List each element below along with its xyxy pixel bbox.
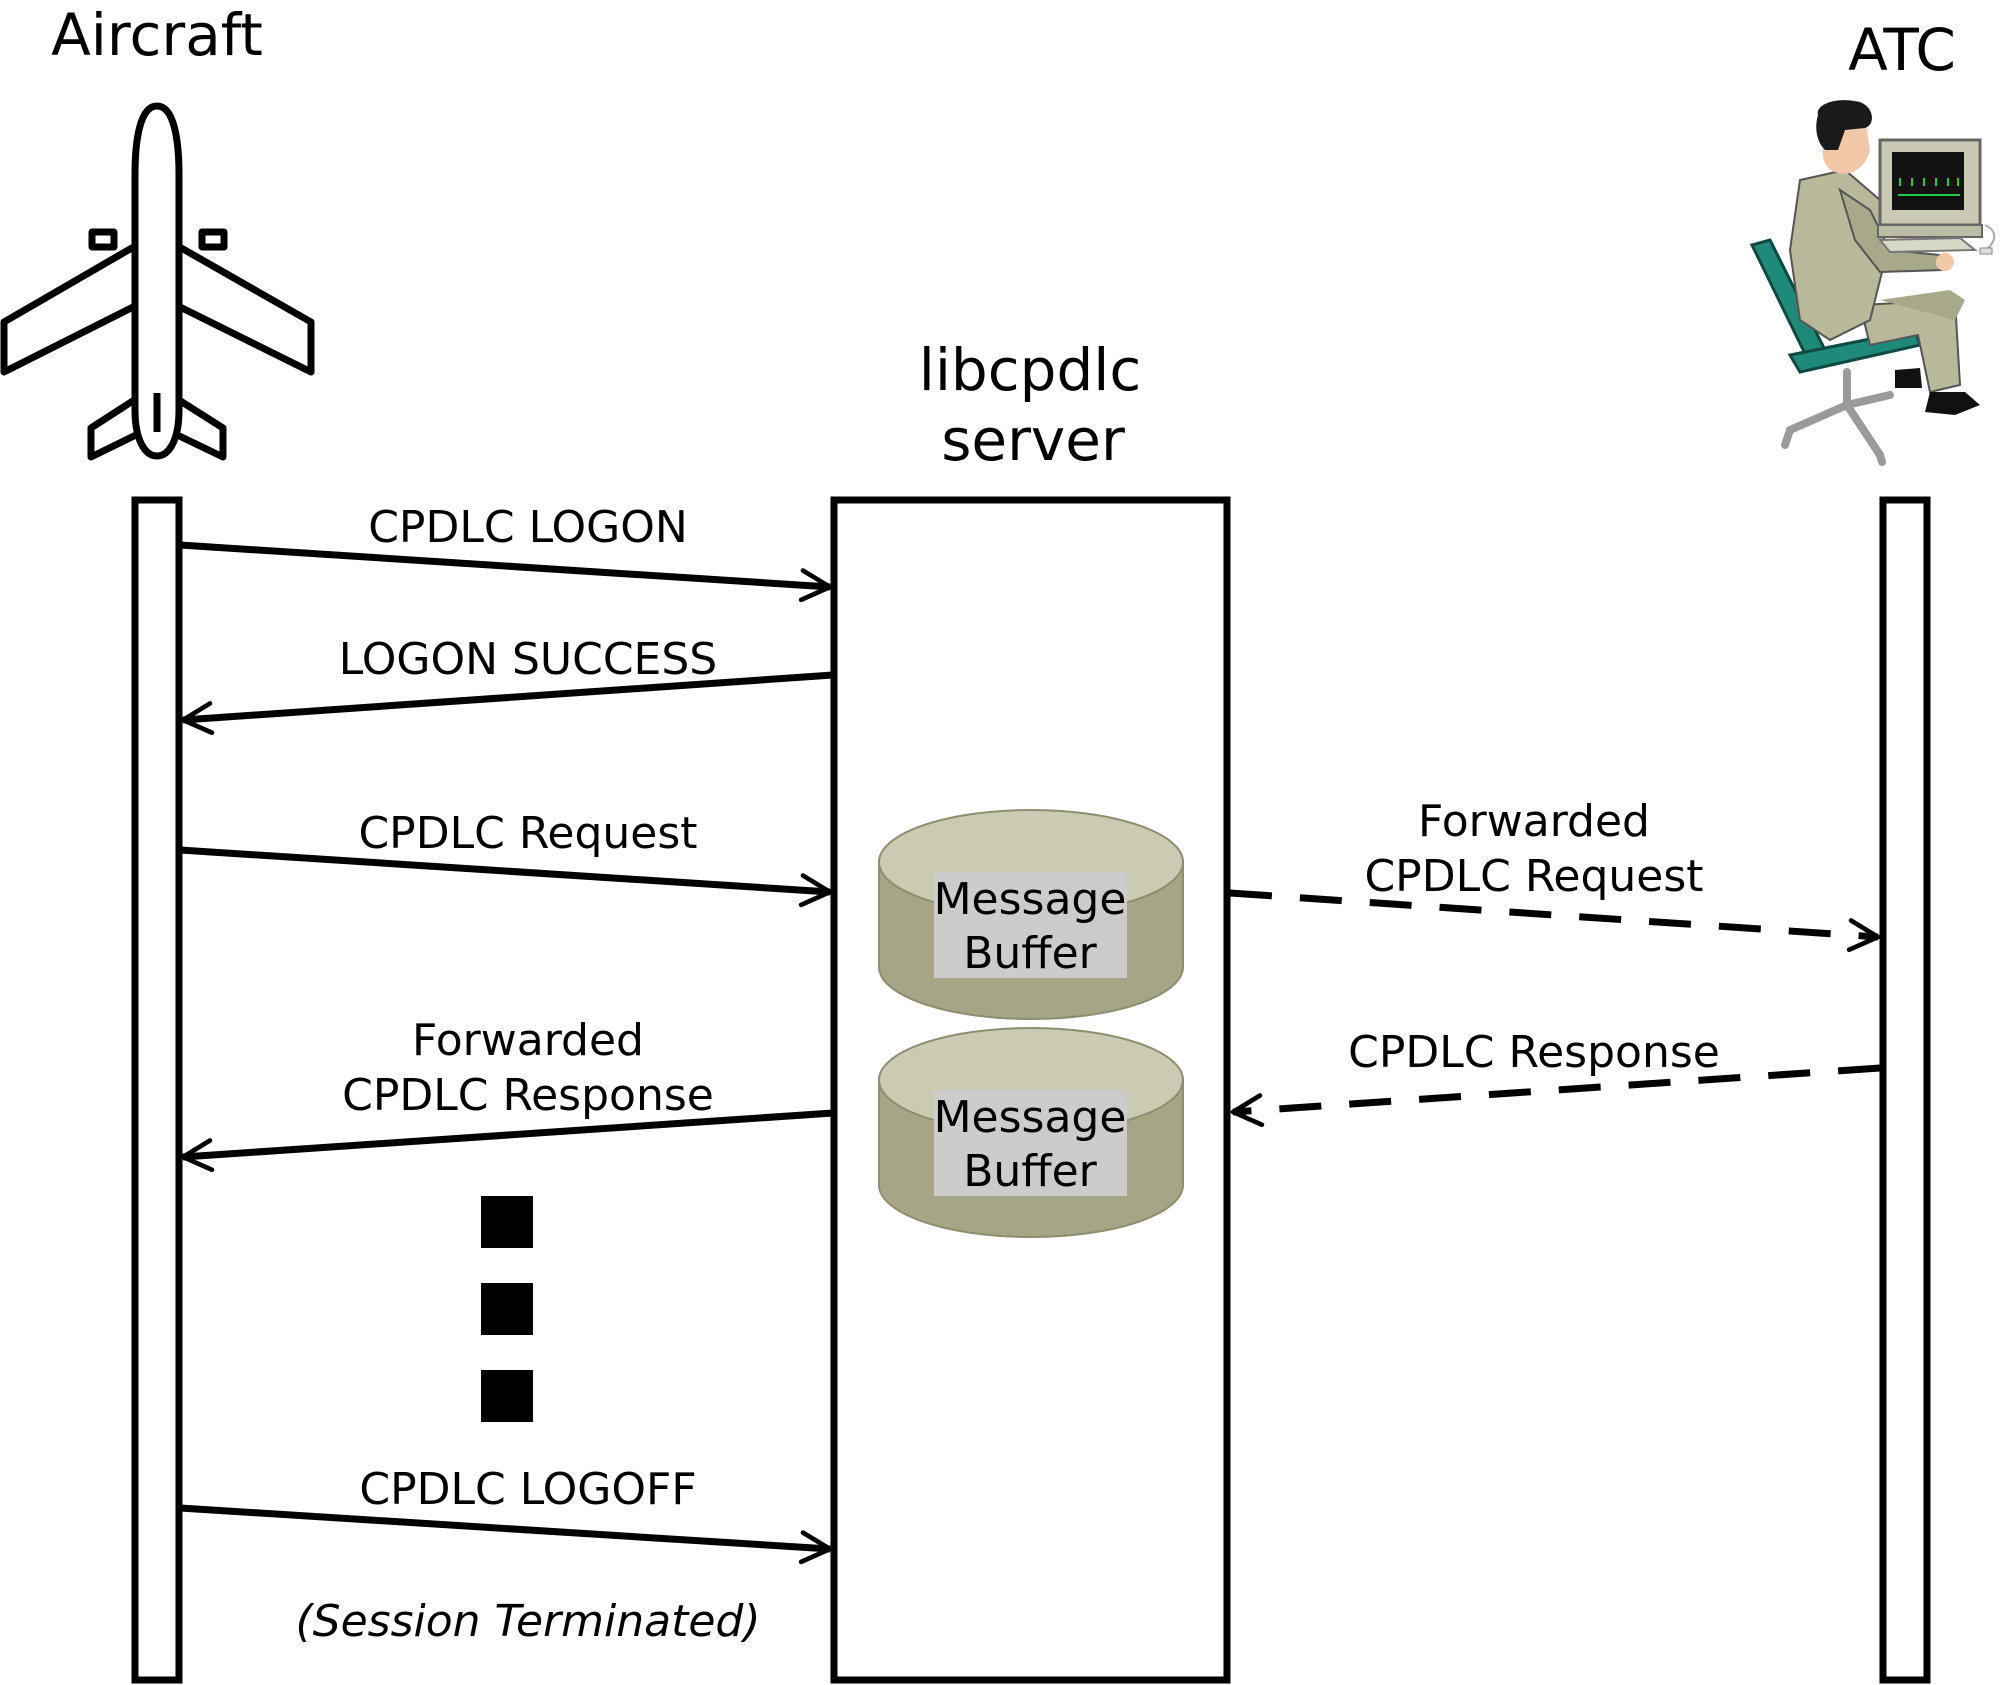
aircraft-lifeline (131, 496, 183, 1684)
atc-title: ATC (1848, 16, 1956, 84)
message-buffer-1: Message Buffer (878, 809, 1184, 1020)
response-arrow (1230, 1064, 1881, 1128)
aircraft-title: Aircraft (51, 1, 263, 69)
ellipsis-square (481, 1283, 533, 1335)
forwarded-request-arrow (1229, 889, 1881, 953)
forwarded-request-label-line2: CPDLC Request (1364, 851, 1703, 902)
request-arrow (179, 846, 833, 908)
buffer-2-line1: Message (934, 1092, 1127, 1143)
request-label: CPDLC Request (358, 808, 697, 859)
logon-arrow (179, 541, 833, 603)
forwarded-request-label-line1: Forwarded (1418, 796, 1650, 847)
airplane-icon (0, 102, 315, 461)
ellipsis-square (481, 1196, 533, 1248)
buffer-1-line2: Buffer (963, 928, 1097, 979)
continuation-ellipsis (481, 1196, 533, 1422)
forwarded-response-arrow (180, 1109, 834, 1173)
ellipsis-square (481, 1370, 533, 1422)
forwarded-response-label-line1: Forwarded (412, 1015, 644, 1066)
forwarded-response-label-line2: CPDLC Response (342, 1070, 714, 1121)
session-terminated-label: (Session Terminated) (296, 1596, 761, 1647)
atc-operator-icon (1749, 100, 1996, 466)
logon-label: CPDLC LOGON (368, 502, 688, 553)
logoff-label: CPDLC LOGOFF (359, 1464, 696, 1515)
atc-lifeline (1879, 496, 1931, 1684)
logoff-arrow (179, 1504, 833, 1565)
logon-success-arrow (180, 671, 834, 736)
buffer-1-line1: Message (934, 874, 1127, 925)
logon-success-label: LOGON SUCCESS (339, 634, 717, 685)
response-label: CPDLC Response (1348, 1027, 1720, 1078)
message-buffer-2: Message Buffer (878, 1027, 1184, 1238)
buffer-2-line2: Buffer (963, 1146, 1097, 1197)
server-title-line2: server (941, 406, 1125, 474)
server-title-line1: libcpdlc (919, 336, 1142, 404)
